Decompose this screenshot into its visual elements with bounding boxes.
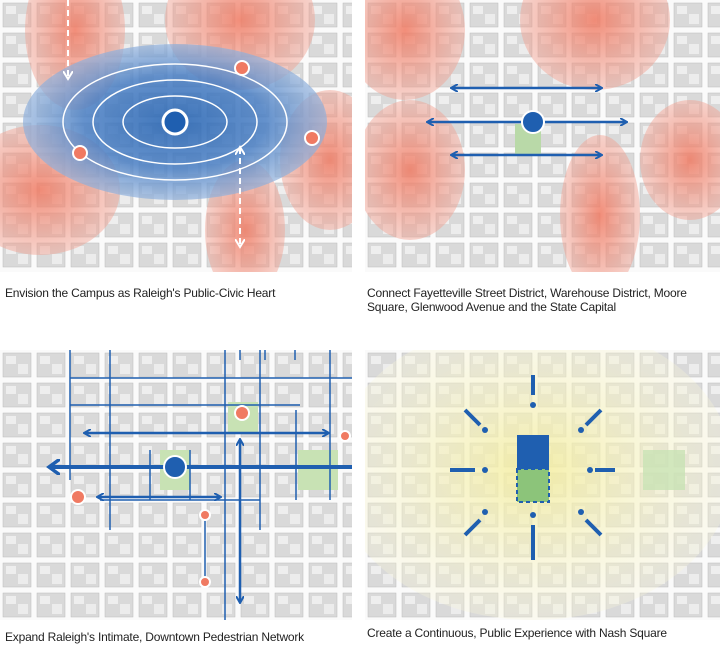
parks	[160, 402, 338, 490]
caption-civic-heart: Envision the Campus as Raleigh's Public-…	[5, 286, 276, 300]
campus-dot	[161, 108, 189, 136]
caption-pedestrian-network: Expand Raleigh's Intimate, Downtown Pede…	[5, 630, 304, 644]
caption-nash-square: Create a Continuous, Public Experience w…	[367, 626, 667, 640]
map-pedestrian-network	[0, 350, 352, 620]
district-zones	[365, 0, 720, 272]
map-connect-districts	[365, 0, 720, 272]
campus-dot	[521, 110, 545, 134]
district-dots	[70, 405, 351, 588]
caption-connect-districts: Connect Fayetteville Street District, Wa…	[367, 286, 687, 314]
radiating-dashes	[450, 375, 615, 560]
radiating-dots	[482, 402, 593, 518]
park	[643, 450, 685, 490]
network-arrows	[50, 433, 352, 602]
caption-line: Connect Fayetteville Street District, Wa…	[367, 286, 687, 300]
map-civic-heart	[0, 0, 352, 272]
district-dot	[304, 130, 320, 146]
district-dot	[72, 145, 88, 161]
caption-line: Square, Glenwood Avenue and the State Ca…	[367, 300, 616, 314]
campus-dot	[163, 455, 187, 479]
campus-block	[517, 435, 549, 469]
nash-square	[516, 468, 550, 503]
map-nash-square	[365, 350, 720, 620]
district-dot	[234, 60, 250, 76]
